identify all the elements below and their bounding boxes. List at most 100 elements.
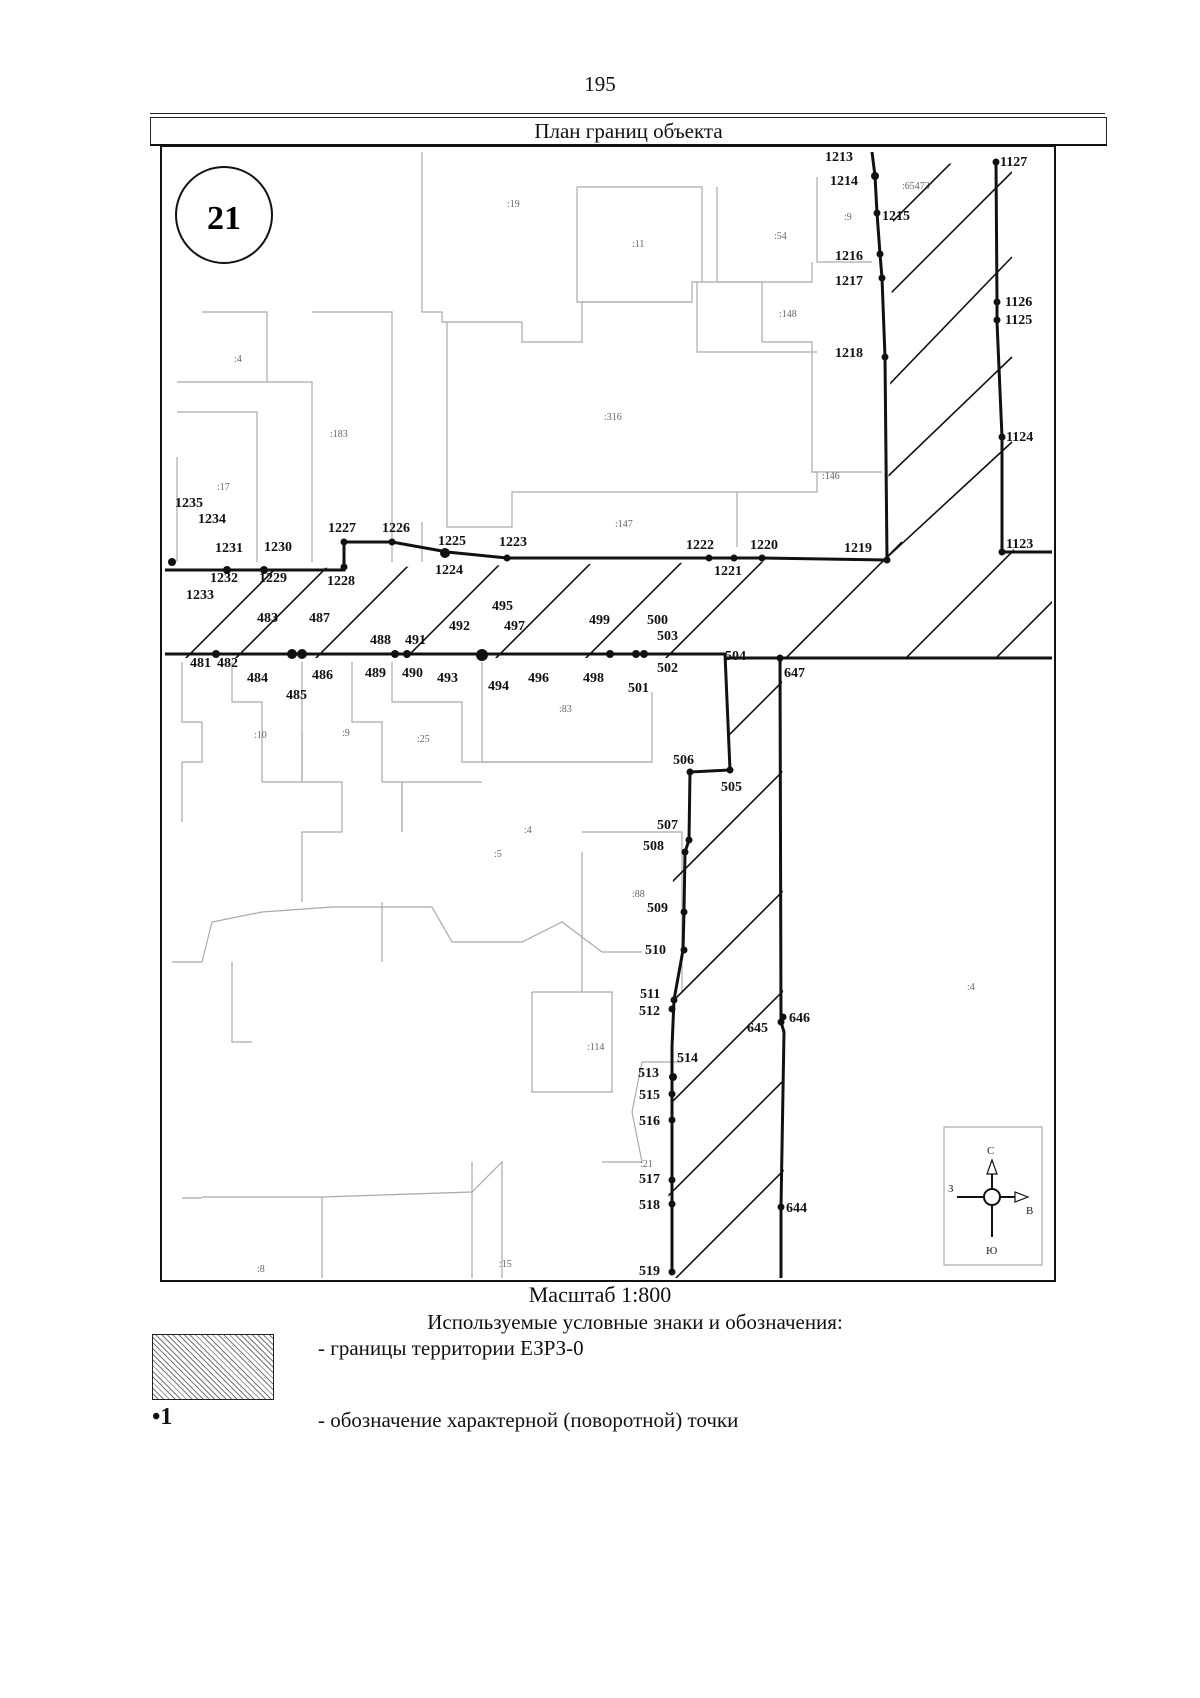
point-label: 1233	[186, 588, 214, 603]
plot-label: :19	[507, 199, 520, 210]
point-label: 1221	[714, 564, 742, 579]
map-frame[interactable]: 21 :	[160, 145, 1056, 1282]
point-label: 514	[677, 1051, 698, 1066]
legend-item-boundary: - границы территории ЕЗРЗ-0	[318, 1336, 584, 1360]
legend-hatch-swatch	[152, 1334, 274, 1400]
sheet-number: 21	[207, 200, 241, 237]
point-label: 487	[309, 611, 330, 626]
plot-label: :5	[494, 849, 502, 860]
plot-label: :4	[967, 982, 975, 993]
plot-label: :9	[844, 212, 852, 223]
plot-label: :316	[604, 412, 622, 423]
point-label: 502	[657, 661, 678, 676]
sheet-number-circle	[175, 166, 273, 264]
plot-label: :146	[822, 471, 840, 482]
point-label: 494	[488, 679, 509, 694]
point-label: 1232	[210, 571, 238, 586]
point-label: 497	[504, 619, 525, 634]
point-label: 645	[747, 1021, 768, 1036]
point-label: 512	[639, 1004, 660, 1019]
point-label: 492	[449, 619, 470, 634]
plot-label: :11	[632, 239, 644, 250]
plot-label: :4	[234, 354, 242, 365]
point-label: 483	[257, 611, 278, 626]
point-label: 486	[312, 668, 333, 683]
point-label: 503	[657, 629, 678, 644]
point-label: 1226	[382, 521, 410, 536]
point-label: 504	[725, 649, 746, 664]
point-label: 1123	[1006, 537, 1033, 552]
point-label: 518	[639, 1198, 660, 1213]
point-label: 505	[721, 780, 742, 795]
boundary-plan-map[interactable]: 21 :	[162, 147, 1054, 1280]
cadastral-parcels	[172, 152, 1050, 1278]
point-label: 501	[628, 681, 649, 696]
point-label: 1126	[1005, 295, 1032, 310]
point-label: 516	[639, 1114, 660, 1129]
plot-labels: :19 :11 :54 :9 :65473 :148 :4 :183 :316 …	[217, 181, 975, 1275]
point-label: 515	[639, 1088, 660, 1103]
point-label: 1235	[175, 496, 203, 511]
plot-label: :147	[615, 519, 633, 530]
boundary-lines	[165, 151, 1052, 1278]
point-label: 1213	[825, 150, 853, 165]
top-rule	[150, 113, 1105, 114]
plot-label: :17	[217, 482, 230, 493]
plot-label: :10	[254, 730, 267, 741]
point-label: 489	[365, 666, 386, 681]
point-label: 506	[673, 753, 694, 768]
point-label: 647	[784, 666, 805, 681]
legend-point-symbol: •1	[152, 1404, 173, 1430]
point-label: 519	[639, 1264, 660, 1279]
point-label: 1125	[1005, 313, 1032, 328]
point-label: 1224	[435, 563, 463, 578]
compass-south: Ю	[986, 1245, 997, 1257]
plot-label: :114	[587, 1042, 604, 1053]
point-label: 1229	[259, 571, 287, 586]
plot-label: :88	[632, 889, 645, 900]
plot-label: :4	[524, 825, 532, 836]
point-label: 490	[402, 666, 423, 681]
point-label: 511	[640, 987, 660, 1002]
plot-label: :8	[257, 1264, 265, 1275]
point-label: 1234	[198, 512, 226, 527]
plot-label: :25	[417, 734, 430, 745]
point-label: 507	[657, 818, 678, 833]
plot-label: :21	[640, 1159, 653, 1170]
point-label: 491	[405, 633, 426, 648]
point-label: 500	[647, 613, 668, 628]
point-label: 1216	[835, 249, 863, 264]
zone-hatching	[165, 162, 1052, 1278]
point-label: 1124	[1006, 430, 1033, 445]
compass-rose: С Ю З В	[943, 1126, 1043, 1266]
point-label: 485	[286, 688, 307, 703]
point-label: 1223	[499, 535, 527, 550]
point-label: 517	[639, 1172, 660, 1187]
point-label: 1219	[844, 541, 872, 556]
point-label: 1127	[1000, 155, 1027, 170]
point-label: 493	[437, 671, 458, 686]
point-label: 1222	[686, 538, 714, 553]
point-label: 495	[492, 599, 513, 614]
point-label: 488	[370, 633, 391, 648]
plan-title: План границ объекта	[534, 119, 723, 143]
legend-title: Используемые условные знаки и обозначени…	[427, 1310, 843, 1334]
point-label: 1215	[882, 209, 910, 224]
point-label: 499	[589, 613, 610, 628]
point-label: 1225	[438, 534, 466, 549]
point-label: 496	[528, 671, 549, 686]
compass-west: З	[948, 1183, 954, 1195]
plot-label: :148	[779, 309, 797, 320]
point-label: 1220	[750, 538, 778, 553]
point-label: 1228	[327, 574, 355, 589]
point-label: 484	[247, 671, 268, 686]
point-label: 1214	[830, 174, 858, 189]
point-labels: 1213 1214 1215 1216 1217 1218 1127 1126 …	[175, 150, 1033, 1279]
point-label: 510	[645, 943, 666, 958]
map-scale: Масштаб 1:800	[528, 1282, 672, 1307]
point-label: 1227	[328, 521, 356, 536]
point-label: 1231	[215, 541, 243, 556]
point-label: 513	[638, 1066, 659, 1081]
plot-label: :54	[774, 231, 787, 242]
point-label: 646	[789, 1011, 810, 1026]
